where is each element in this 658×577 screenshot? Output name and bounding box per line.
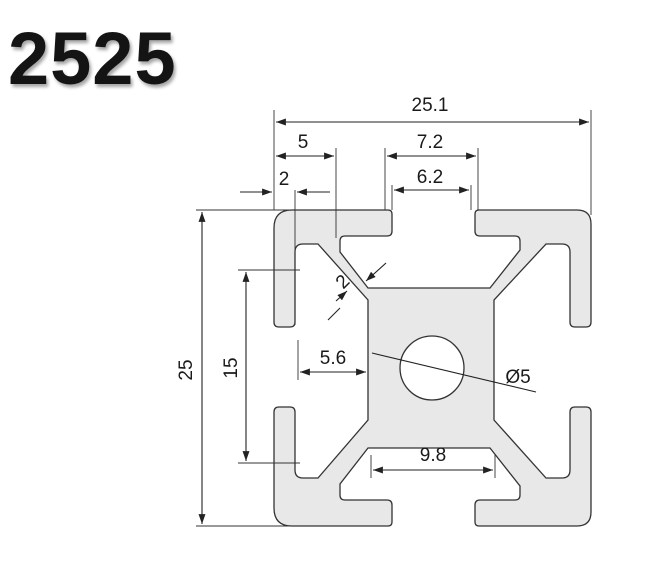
- dim-core-offset: 5.6: [320, 348, 346, 369]
- dim-bore: Ø5: [505, 367, 530, 388]
- profile-title: 2525: [8, 17, 177, 100]
- extension-lines: [196, 110, 592, 527]
- center-bore: [399, 335, 465, 401]
- dim-wall: 2: [279, 169, 290, 190]
- dim-slot-inner: 6.2: [417, 167, 443, 188]
- dimension-lines: [198, 118, 589, 524]
- dim-overall-height: 25: [176, 359, 197, 380]
- dim-core-width: 9.8: [420, 445, 446, 466]
- dim-corner-width: 5: [298, 132, 309, 153]
- dim-overall-width: 25.1: [412, 95, 449, 116]
- dim-slot-outer: 7.2: [417, 132, 443, 153]
- dim-inner-height: 15: [221, 357, 242, 378]
